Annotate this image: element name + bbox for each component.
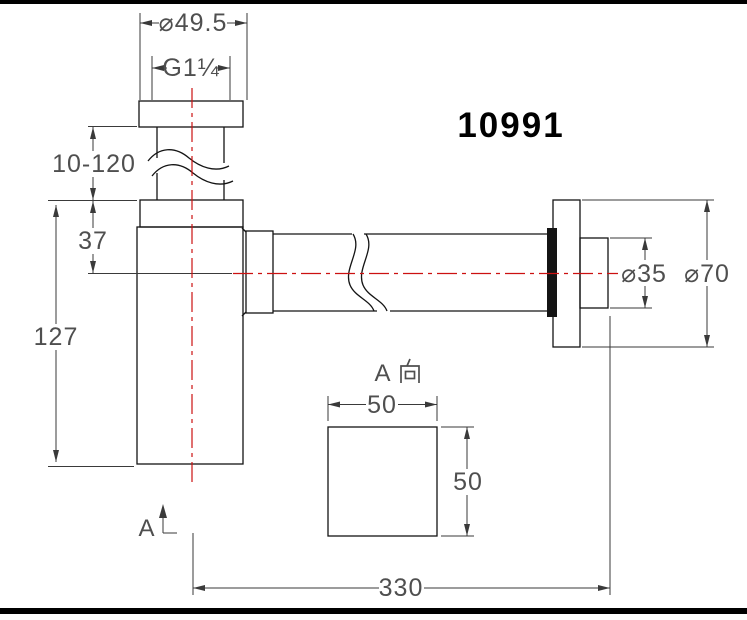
dim-value: ⌀49.5 xyxy=(159,9,228,37)
dim-outlet-diameter: ⌀35 xyxy=(610,237,671,309)
inlet-tube xyxy=(147,127,234,200)
dim-body-height: 127 xyxy=(34,205,134,467)
dim-value: 50 xyxy=(367,391,397,419)
arrow-right-icon xyxy=(235,20,247,26)
arrow-up-icon xyxy=(90,127,96,139)
square-tube-section xyxy=(327,426,438,537)
pipe-break-curve xyxy=(147,149,230,170)
dim-wall-flange-diameter: ⌀70 xyxy=(582,199,734,348)
dim-value: G1¼ xyxy=(162,54,219,82)
dim-adjustable-range: 10-120 xyxy=(48,126,137,201)
arrow-up-icon xyxy=(159,504,167,518)
xiang-direction-character xyxy=(400,358,420,383)
dim-value: 50 xyxy=(453,468,483,496)
dim-top-flange-diameter: ⌀49.5 xyxy=(139,9,248,100)
section-view-arrow: A xyxy=(138,504,177,542)
bottom-border-bar xyxy=(0,608,747,614)
trap-body xyxy=(136,226,244,465)
outlet-pipe xyxy=(273,233,548,312)
arrow-down-icon xyxy=(642,296,648,308)
pipe-break-curve xyxy=(347,233,375,312)
bottle-trap-front-view xyxy=(88,100,609,465)
arrow-up-icon xyxy=(704,200,710,212)
arrow-down-icon xyxy=(90,188,96,200)
dim-inlet-to-center: 37 xyxy=(78,200,108,273)
arrow-down-icon xyxy=(53,450,59,462)
dim-value: 10-120 xyxy=(52,150,136,178)
dim-thread-size: G1¼ xyxy=(151,54,231,100)
part-number: 10991 xyxy=(457,106,564,145)
arrow-left-icon xyxy=(193,585,205,591)
outlet-nut xyxy=(245,230,274,314)
arrow-right-icon xyxy=(598,585,610,591)
arrow-up-icon xyxy=(53,205,59,217)
arrow-up-icon xyxy=(90,201,96,213)
thread-section xyxy=(547,228,557,317)
arrow-left-icon xyxy=(152,65,164,71)
top-border-bar xyxy=(0,0,747,4)
top-flange xyxy=(138,100,244,128)
arrow-down-icon xyxy=(464,524,470,536)
dim-value: 127 xyxy=(34,323,79,351)
arrow-left-icon xyxy=(140,20,152,26)
pipe-break-curve xyxy=(151,164,234,185)
dim-value: 37 xyxy=(78,227,108,255)
arrow-down-icon xyxy=(704,335,710,347)
dim-overall-length: 330 xyxy=(192,316,611,602)
arrow-right-icon xyxy=(425,401,437,408)
dim-value: ⌀35 xyxy=(621,260,667,288)
dim-square-height: 50 xyxy=(441,426,483,537)
arrow-up-icon xyxy=(464,427,470,439)
arrow-up-icon xyxy=(642,238,648,250)
arrow-down-icon xyxy=(90,261,96,273)
arrow-right-icon xyxy=(218,65,230,71)
view-label-letter: A xyxy=(374,360,391,387)
dim-square-width: 50 xyxy=(327,391,438,421)
dim-value: 330 xyxy=(379,574,424,602)
dim-value: ⌀70 xyxy=(684,260,730,288)
pipe-break-curve xyxy=(360,233,388,312)
section-marker-letter: A xyxy=(138,515,155,542)
arrow-left-icon xyxy=(328,401,340,408)
section-view-a: A 50 50 xyxy=(327,358,483,537)
